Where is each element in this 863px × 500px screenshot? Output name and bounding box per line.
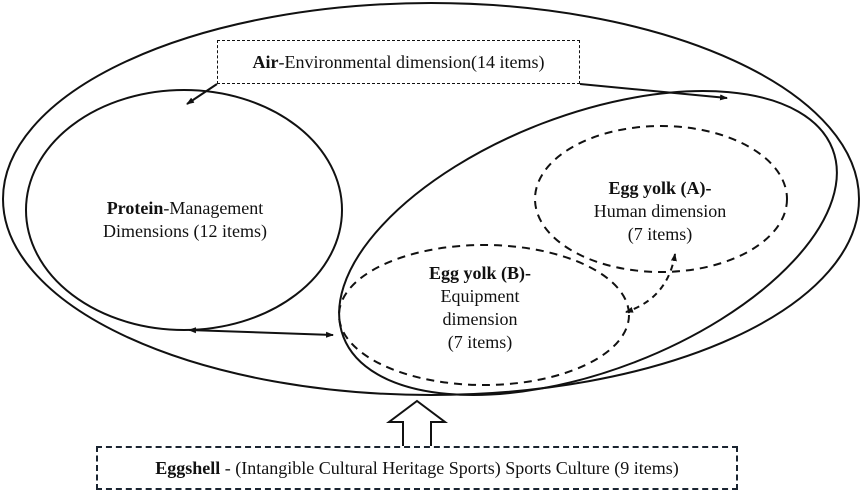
eggshell-text: - (Intangible Cultural Heritage Sports) … [220,457,679,478]
air-to-protein-arrow [186,83,218,105]
air-to-yolk-arrow [579,83,728,101]
air-text: -Environmental dimension(14 items) [278,51,545,72]
air-environmental-box: Air-Environmental dimension(14 items) [217,40,580,84]
protein-yolk-double-arrow [188,327,334,338]
yolk-a-title: Egg yolk (A)- [608,178,712,198]
yolk-a-label: Egg yolk (A)- Human dimension (7 items) [560,177,760,246]
yolk-b-title: Egg yolk (B)- [428,263,531,283]
yolk-b-ellipse [338,244,630,386]
protein-line1: -Management [163,198,264,218]
yolk-b-line1: Equipment [440,286,520,306]
eggshell-up-arrow [386,399,448,446]
yolk-b-line3: (7 items) [447,332,513,352]
protein-line2: Dimensions (12 items) [103,221,267,241]
yolk-a-line2: (7 items) [627,224,693,244]
yolk-b-line2: dimension [442,309,518,329]
yolk-b-label: Egg yolk (B)- Equipment dimension (7 ite… [390,262,570,354]
protein-title: Protein [106,198,164,218]
protein-ellipse [25,89,343,331]
air-title: Air [252,51,279,72]
yolk-container-ellipse [338,90,838,396]
protein-label: Protein-Management Dimensions (12 items) [60,197,310,243]
outer-egg-ellipse [2,2,860,396]
eggshell-box: Eggshell - (Intangible Cultural Heritage… [96,446,738,490]
yolk-a-line1: Human dimension [593,201,727,221]
yolk-a-b-double-arrow [625,253,677,313]
eggshell-title: Eggshell [155,457,221,478]
